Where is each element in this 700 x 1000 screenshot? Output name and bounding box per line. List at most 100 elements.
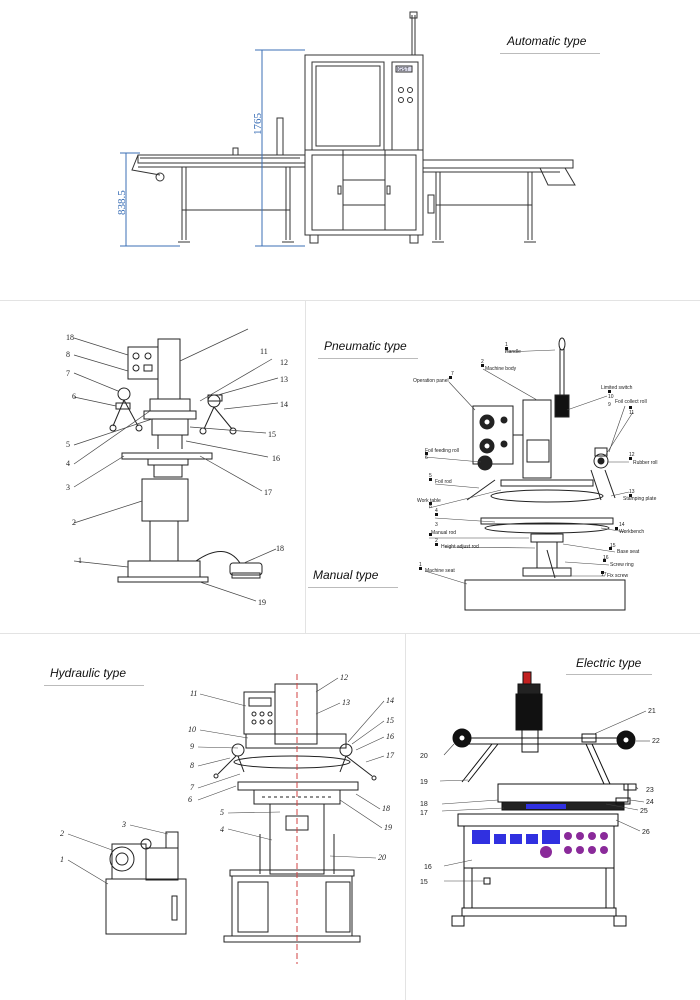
divider-vertical-mid — [305, 300, 306, 633]
manual-panel: 1 Handle 2 Machine body 7 Operation pane… — [405, 330, 700, 630]
pneumatic-label-19: 19 — [258, 598, 266, 607]
electric-label-16: 16 — [424, 864, 432, 871]
electric-label-25: 25 — [640, 808, 648, 815]
manual-num-panel: 7 — [451, 371, 454, 377]
pneumatic-label-1: 1 — [78, 556, 82, 565]
pneumatic-label-8: 8 — [66, 350, 70, 359]
manual-num-screw: 16 — [603, 555, 609, 561]
manual-num-stamping: 13 — [629, 489, 635, 495]
manual-text-feeding: Foil feeding roll — [425, 448, 459, 454]
manual-text-height: Height adjust rod — [441, 544, 479, 550]
hydraulic-label-17: 17 — [386, 751, 395, 760]
hydraulic-label-11: 11 — [190, 689, 197, 698]
manual-text-limit: Limited switch — [601, 385, 633, 391]
manual-text-handle: Handle — [505, 349, 521, 355]
hydraulic-label-2: 2 — [60, 829, 64, 838]
dim-height-label: 1765 — [252, 113, 264, 136]
hydraulic-label-19: 19 — [384, 823, 392, 832]
hydraulic-label-14: 14 — [386, 696, 394, 705]
manual-text-collect: Foil collect roll — [615, 399, 647, 405]
manual-text-panel: Operation panel — [413, 378, 449, 384]
automatic-title: Automatic type — [507, 34, 587, 48]
electric-label-22: 22 — [652, 738, 660, 745]
manual-title-underline — [308, 587, 398, 588]
pneumatic-label-15: 15 — [268, 430, 276, 439]
pneumatic-label-5: 5 — [66, 440, 70, 449]
divider-vertical-low — [405, 633, 406, 1000]
hydraulic-title-underline — [44, 685, 144, 686]
pneumatic-title-underline — [318, 358, 418, 359]
hydraulic-label-18: 18 — [382, 804, 390, 813]
hydraulic-label-8: 8 — [190, 761, 194, 770]
pneumatic-label-6: 6 — [72, 392, 76, 401]
manual-num-11: 11 — [629, 410, 634, 416]
hydraulic-label-15: 15 — [386, 716, 394, 725]
manual-num-height: 2 — [435, 538, 438, 544]
manual-text-seat: Machine seat — [425, 568, 455, 574]
hydraulic-label-16: 16 — [386, 732, 394, 741]
pneumatic-label-14: 14 — [280, 400, 288, 409]
electric-label-15: 15 — [420, 879, 428, 886]
manual-num-base: 15 — [610, 543, 616, 549]
manual-num-rubber: 12 — [629, 452, 635, 458]
electric-label-19: 19 — [420, 779, 428, 786]
pneumatic-label-16: 16 — [272, 454, 280, 463]
hydraulic-label-4: 4 — [220, 825, 224, 834]
manual-num-foilrod: 5 — [429, 473, 432, 479]
automatic-drawing: 1765 838.5 IGST — [116, 11, 576, 247]
manual-drawing: 1 Handle 2 Machine body 7 Operation pane… — [413, 337, 657, 611]
hydraulic-title: Hydraulic type — [50, 666, 127, 680]
pneumatic-label-17: 17 — [264, 488, 272, 497]
pneumatic-panel: 18 8 7 6 5 4 3 2 1 11 12 13 14 15 16 17 … — [0, 301, 305, 633]
dim-table-height-label: 838.5 — [116, 190, 128, 215]
manual-text-worktable: Work table — [417, 498, 441, 504]
pneumatic-label-11: 11 — [260, 347, 268, 356]
hydraulic-label-7: 7 — [190, 783, 195, 792]
hydraulic-label-10: 10 — [188, 725, 196, 734]
electric-label-18: 18 — [420, 801, 428, 808]
hydraulic-label-9: 9 — [190, 742, 194, 751]
electric-drawing: 15 16 17 18 19 20 21 22 23 24 25 26 — [420, 671, 660, 927]
pneumatic-label-12: 12 — [280, 358, 288, 367]
hydraulic-label-12: 12 — [340, 673, 348, 682]
manual-title: Manual type — [313, 568, 379, 582]
manual-num-4: 4 — [435, 508, 438, 514]
hydraulic-label-20: 20 — [378, 853, 386, 862]
automatic-panel: Automatic type — [0, 0, 700, 300]
pneumatic-label-13: 13 — [280, 375, 288, 384]
manual-num-manualrod: 3 — [435, 522, 438, 528]
manual-num-feeding: 6 — [425, 455, 428, 461]
divider-bottom — [0, 633, 700, 634]
manual-num-seat: 1 — [419, 562, 422, 568]
pneumatic-label-9: 18 — [66, 333, 74, 342]
manual-num-limit: 10 — [608, 394, 614, 400]
manual-num-collect: 9 — [608, 402, 611, 408]
pneumatic-drawing: 18 8 7 6 5 4 3 2 1 11 12 13 14 15 16 17 … — [66, 328, 288, 607]
manual-text-base: Base seat — [617, 549, 640, 555]
pneumatic-label-18: 18 — [276, 544, 284, 553]
manual-num-fix: 17 — [601, 572, 607, 578]
pneumatic-title-overlay: Pneumatic type — [324, 339, 407, 353]
manual-text-manualrod: Manual rod — [431, 530, 456, 536]
manual-text-body: Machine body — [485, 366, 517, 372]
electric-label-23: 23 — [646, 787, 654, 794]
manual-text-screw: Screw ring — [610, 562, 634, 568]
hydraulic-label-13: 13 — [342, 698, 350, 707]
pneumatic-label-2: 2 — [72, 518, 76, 527]
manual-num-body: 2 — [481, 359, 484, 365]
electric-panel: Electric type — [406, 634, 700, 1000]
manual-text-workbench: Workbench — [619, 529, 644, 535]
manual-num-worktable: 8 — [429, 504, 432, 510]
hydraulic-label-3: 3 — [121, 820, 126, 829]
hydraulic-panel: Hydraulic type — [0, 634, 405, 1000]
manual-text-rubber: Rubber roll — [633, 460, 657, 466]
panel-badge: IGST — [397, 67, 409, 73]
electric-label-21: 21 — [648, 708, 656, 715]
hydraulic-label-1: 1 — [60, 855, 64, 864]
manual-num-handle: 1 — [505, 342, 508, 348]
hydraulic-drawing: 1 2 3 4 5 6 7 8 9 10 11 12 13 14 15 16 1… — [60, 673, 395, 964]
manual-text-foilrod: Foil rod — [435, 479, 452, 485]
hydraulic-label-5: 5 — [220, 808, 224, 817]
hydraulic-label-6: 6 — [188, 795, 192, 804]
electric-title-underline — [566, 674, 652, 675]
